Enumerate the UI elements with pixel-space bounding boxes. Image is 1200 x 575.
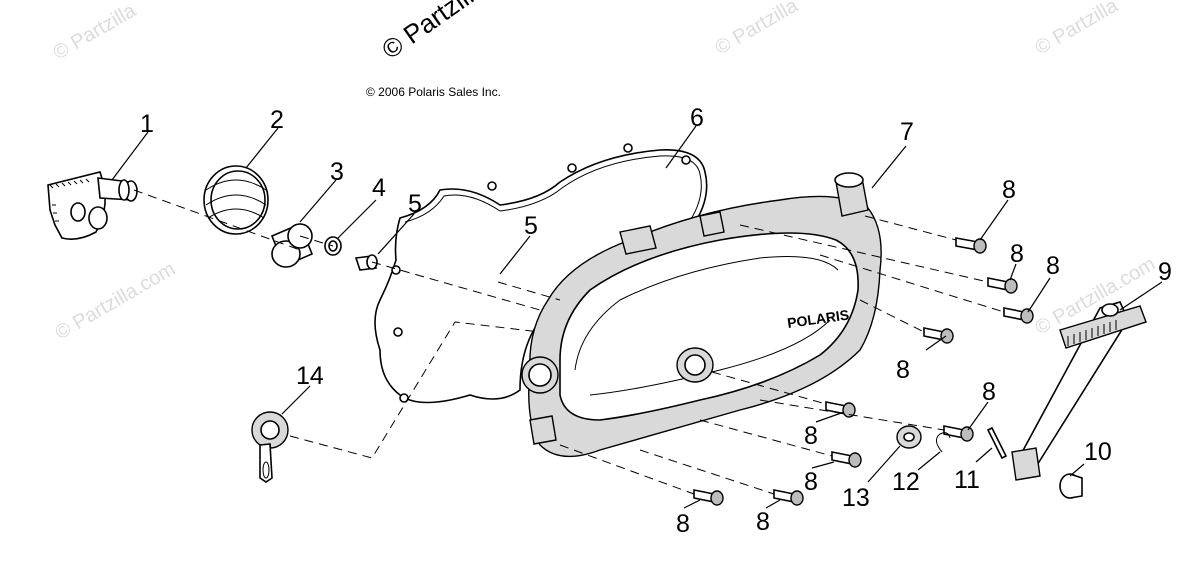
part-9-kick-lever[interactable] (1011, 301, 1147, 481)
copyright-text: © 2006 Polaris Sales Inc. (366, 85, 501, 99)
callout-7: 7 (900, 118, 914, 146)
callout-8: 8 (1046, 252, 1060, 280)
part-10-plug[interactable] (1059, 473, 1083, 499)
part-13-washer[interactable] (896, 425, 922, 449)
watermark-top: © Partzill (376, 0, 479, 65)
part-1-starter-gear-shaft[interactable] (47, 171, 138, 240)
part-8-bolt[interactable] (923, 327, 954, 344)
part-2-spring[interactable] (203, 165, 269, 235)
part-11-pin[interactable] (986, 426, 1008, 460)
callout-9: 9 (1158, 258, 1172, 286)
watermark: © Partzilla (712, 0, 803, 59)
callout-8: 8 (804, 468, 818, 496)
callout-8: 8 (896, 356, 910, 384)
callout-2: 2 (270, 106, 284, 134)
part-8-bolt[interactable] (943, 425, 974, 442)
watermark: © Partzilla (1032, 0, 1123, 59)
callout-12: 12 (892, 468, 920, 496)
part-8-bolt[interactable] (773, 489, 804, 506)
callout-6: 6 (690, 104, 704, 132)
part-7-clutch-cover[interactable]: POLARIS (521, 172, 882, 458)
part-5-dowel-pin[interactable] (354, 254, 378, 271)
callout-8: 8 (756, 508, 770, 536)
part-8-bolt[interactable] (1003, 307, 1034, 324)
callout-13: 13 (842, 484, 870, 512)
callout-5: 5 (524, 212, 538, 240)
part-8-bolt[interactable] (825, 401, 856, 418)
callout-4: 4 (372, 174, 386, 202)
callout-8: 8 (676, 510, 690, 538)
callout-8: 8 (982, 378, 996, 406)
callout-5: 5 (408, 190, 422, 218)
callout-1: 1 (140, 110, 154, 138)
callout-10: 10 (1084, 438, 1112, 466)
part-8-bolt[interactable] (987, 277, 1018, 294)
callout-14: 14 (296, 362, 324, 390)
callout-3: 3 (330, 158, 344, 186)
part-8-bolt[interactable] (831, 451, 862, 468)
part-8-bolt[interactable] (693, 489, 724, 506)
watermark: © Partzilla.com (52, 258, 180, 344)
part-12-circlip[interactable] (936, 432, 951, 453)
callout-8: 8 (1002, 176, 1016, 204)
part-3-bushing[interactable] (270, 222, 314, 268)
watermark: © Partzilla (50, 0, 141, 64)
callout-11: 11 (954, 466, 980, 494)
callout-8: 8 (804, 422, 818, 450)
part-14-sensor[interactable] (251, 411, 289, 483)
part-8-bolt[interactable] (955, 237, 987, 254)
callout-8: 8 (1010, 240, 1024, 268)
